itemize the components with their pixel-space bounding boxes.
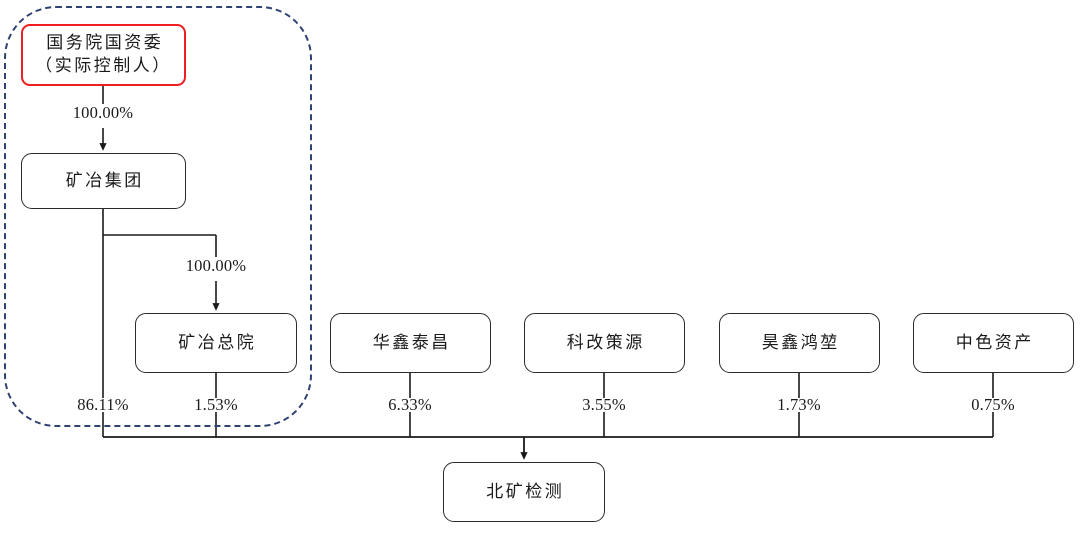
node-sasac[interactable]: 国务院国资委 （实际控制人） <box>21 24 186 86</box>
edge-label-haoxin-to-target: 1.73% <box>777 395 821 414</box>
node-haoxin-hongkun-label: 昊鑫鸿堃 <box>761 332 840 352</box>
edge-label-sasac-to-group: 100.00% <box>72 103 134 122</box>
node-mining-institute[interactable]: 矿冶总院 <box>135 313 297 373</box>
edge-label-kegai-to-target: 3.55% <box>582 395 626 414</box>
node-haoxin-hongkun[interactable]: 昊鑫鸿堃 <box>719 313 880 373</box>
node-beikuang-jiance[interactable]: 北矿检测 <box>443 462 605 522</box>
node-huaxin-taichang-label: 华鑫泰昌 <box>372 332 451 352</box>
node-kegai-ceyuan-label: 科改策源 <box>566 332 645 352</box>
node-mining-group-label: 矿冶集团 <box>65 170 144 190</box>
edge-label-group-to-target: 86.11% <box>77 395 129 414</box>
edge-label-zhongse-to-target: 0.75% <box>971 395 1015 414</box>
node-kegai-ceyuan[interactable]: 科改策源 <box>524 313 685 373</box>
edge-label-institute-to-target: 1.53% <box>194 395 238 414</box>
node-zhongse-zichan-label: 中色资产 <box>955 332 1034 352</box>
node-beikuang-jiance-label: 北矿检测 <box>486 481 565 501</box>
node-huaxin-taichang[interactable]: 华鑫泰昌 <box>330 313 491 373</box>
node-mining-institute-label: 矿冶总院 <box>178 332 257 352</box>
node-mining-group[interactable]: 矿冶集团 <box>21 153 186 209</box>
edge-label-group-to-institute: 100.00% <box>185 256 247 275</box>
node-sasac-label: 国务院国资委 （实际控制人） <box>35 33 172 75</box>
edge-label-huaxin-to-target: 6.33% <box>388 395 432 414</box>
node-zhongse-zichan[interactable]: 中色资产 <box>913 313 1074 373</box>
